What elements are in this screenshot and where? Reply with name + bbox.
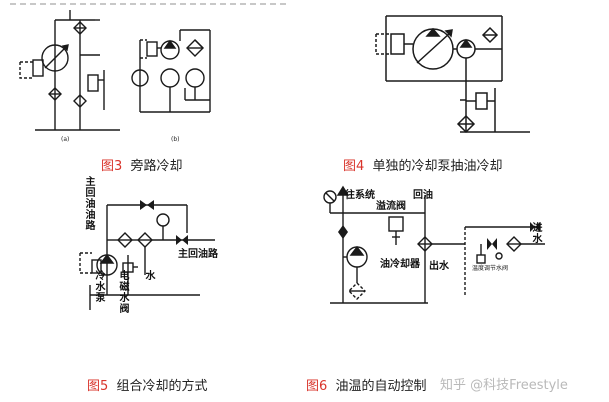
fig6-label-relief-valve: 溢流阀 bbox=[376, 201, 406, 212]
watermark-author: @科技Freestyle bbox=[470, 378, 568, 393]
figure-4-drawing bbox=[375, 15, 530, 134]
figure-4: 图4 单独的冷却泵抽油冷却 bbox=[300, 0, 609, 175]
fig4-title: 单独的冷却泵抽油冷却 bbox=[372, 159, 503, 174]
fig5-title: 组合冷却的方式 bbox=[116, 379, 208, 394]
fig5-label-main-return-line-v: 主回油油路 bbox=[85, 177, 96, 232]
fig6-label-to-system: 往系统 bbox=[345, 190, 375, 201]
watermark: 知乎 @科技Freestyle bbox=[440, 374, 568, 393]
fig4-caption: 图4 单独的冷却泵抽油冷却 bbox=[343, 155, 503, 174]
fig6-label-water-out: 出水 bbox=[429, 261, 449, 272]
figure-3-drawing bbox=[10, 3, 290, 131]
fig6-number: 图6 bbox=[306, 379, 328, 394]
fig5-label-solenoid-valve: 电磁水阀 bbox=[119, 271, 130, 315]
fig6-label-temp-valve: 温度调节水阀 bbox=[472, 265, 509, 272]
figure-6: 往系统 回油 溢流阀 油冷却器 出水 进水 温度调节水阀 图6 油温的自动控制 bbox=[300, 175, 609, 402]
figure-3: (a) (b) 图3 旁路冷却 bbox=[0, 0, 300, 175]
fig5-label-water: 水 bbox=[145, 271, 156, 282]
fig3-title: 旁路冷却 bbox=[130, 159, 183, 174]
fig6-title: 油温的自动控制 bbox=[335, 379, 427, 394]
figure-5: 主回油油路 冷水泵 电磁水阀 水 主回油路 图5 组合冷却的方式 bbox=[0, 175, 300, 402]
fig3-sub-label-b: (b) bbox=[171, 136, 180, 143]
fig5-number: 图5 bbox=[87, 379, 109, 394]
fig6-label-water-in: 进水 bbox=[532, 223, 543, 245]
fig3-number: 图3 bbox=[101, 159, 123, 174]
watermark-brand: 知乎 bbox=[440, 378, 467, 393]
fig5-caption: 图5 组合冷却的方式 bbox=[87, 375, 208, 394]
fig3-sub-label-a: (a) bbox=[61, 136, 70, 143]
fig6-label-return-oil: 回油 bbox=[413, 190, 433, 201]
fig6-label-oil-cooler: 油冷却器 bbox=[380, 259, 420, 270]
fig5-label-cooling-pump: 冷水泵 bbox=[95, 271, 106, 304]
fig6-caption: 图6 油温的自动控制 bbox=[306, 375, 427, 394]
fig3-caption: 图3 旁路冷却 bbox=[101, 155, 183, 174]
figure-5-drawing bbox=[79, 200, 215, 310]
fig4-number: 图4 bbox=[343, 159, 365, 174]
fig5-label-main-return-line-h: 主回油路 bbox=[178, 249, 218, 260]
figure-6-drawing bbox=[323, 185, 545, 304]
